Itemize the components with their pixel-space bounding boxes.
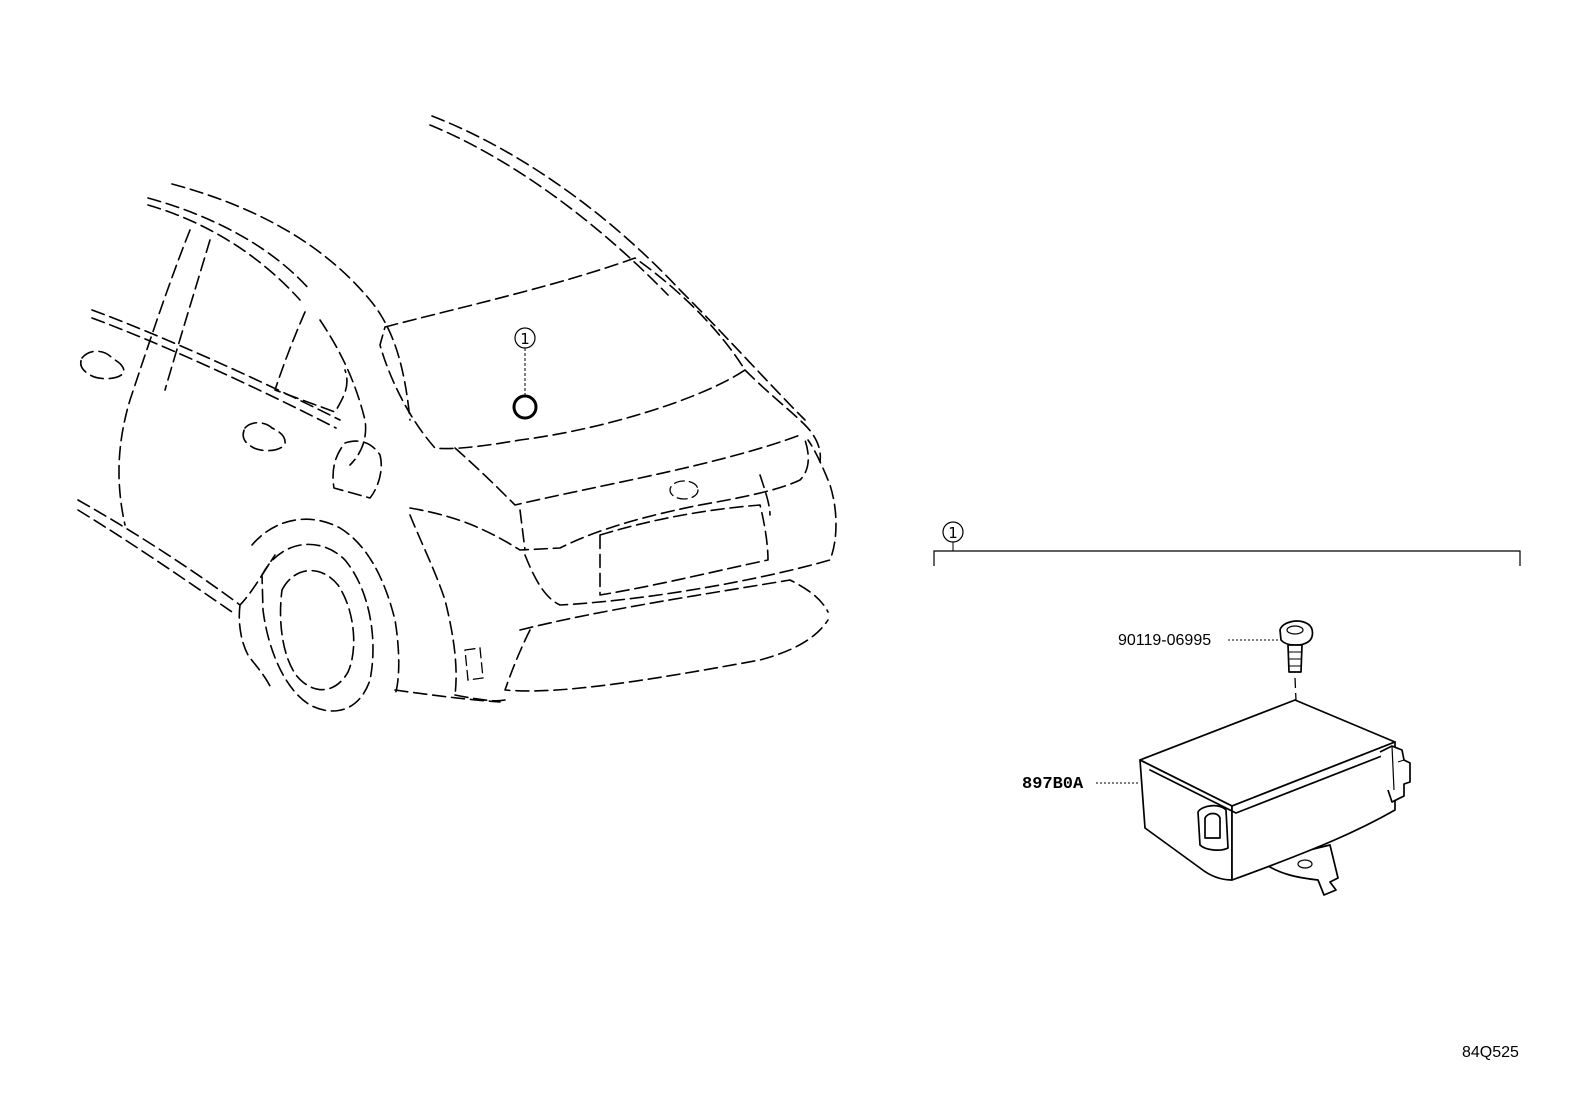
module-part: 897B0A bbox=[1022, 699, 1411, 896]
bolt-part-number: 90119-06995 bbox=[1118, 632, 1211, 649]
module-side-face bbox=[1231, 741, 1396, 881]
vehicle-callout: 1 bbox=[512, 327, 538, 420]
module-part-number: 897B0A bbox=[1022, 775, 1084, 794]
vehicle-outline bbox=[77, 115, 837, 712]
mounting-tab bbox=[1197, 804, 1229, 851]
module-location-marker bbox=[512, 394, 538, 420]
vehicle-callout-number: 1 bbox=[520, 330, 530, 348]
bolt-head bbox=[1279, 620, 1314, 646]
diagram-code: 84Q525 bbox=[1462, 1044, 1519, 1061]
group-bracket: 1 bbox=[933, 521, 1521, 566]
group-callout-number: 1 bbox=[948, 524, 958, 542]
bracket-line bbox=[933, 550, 1521, 566]
